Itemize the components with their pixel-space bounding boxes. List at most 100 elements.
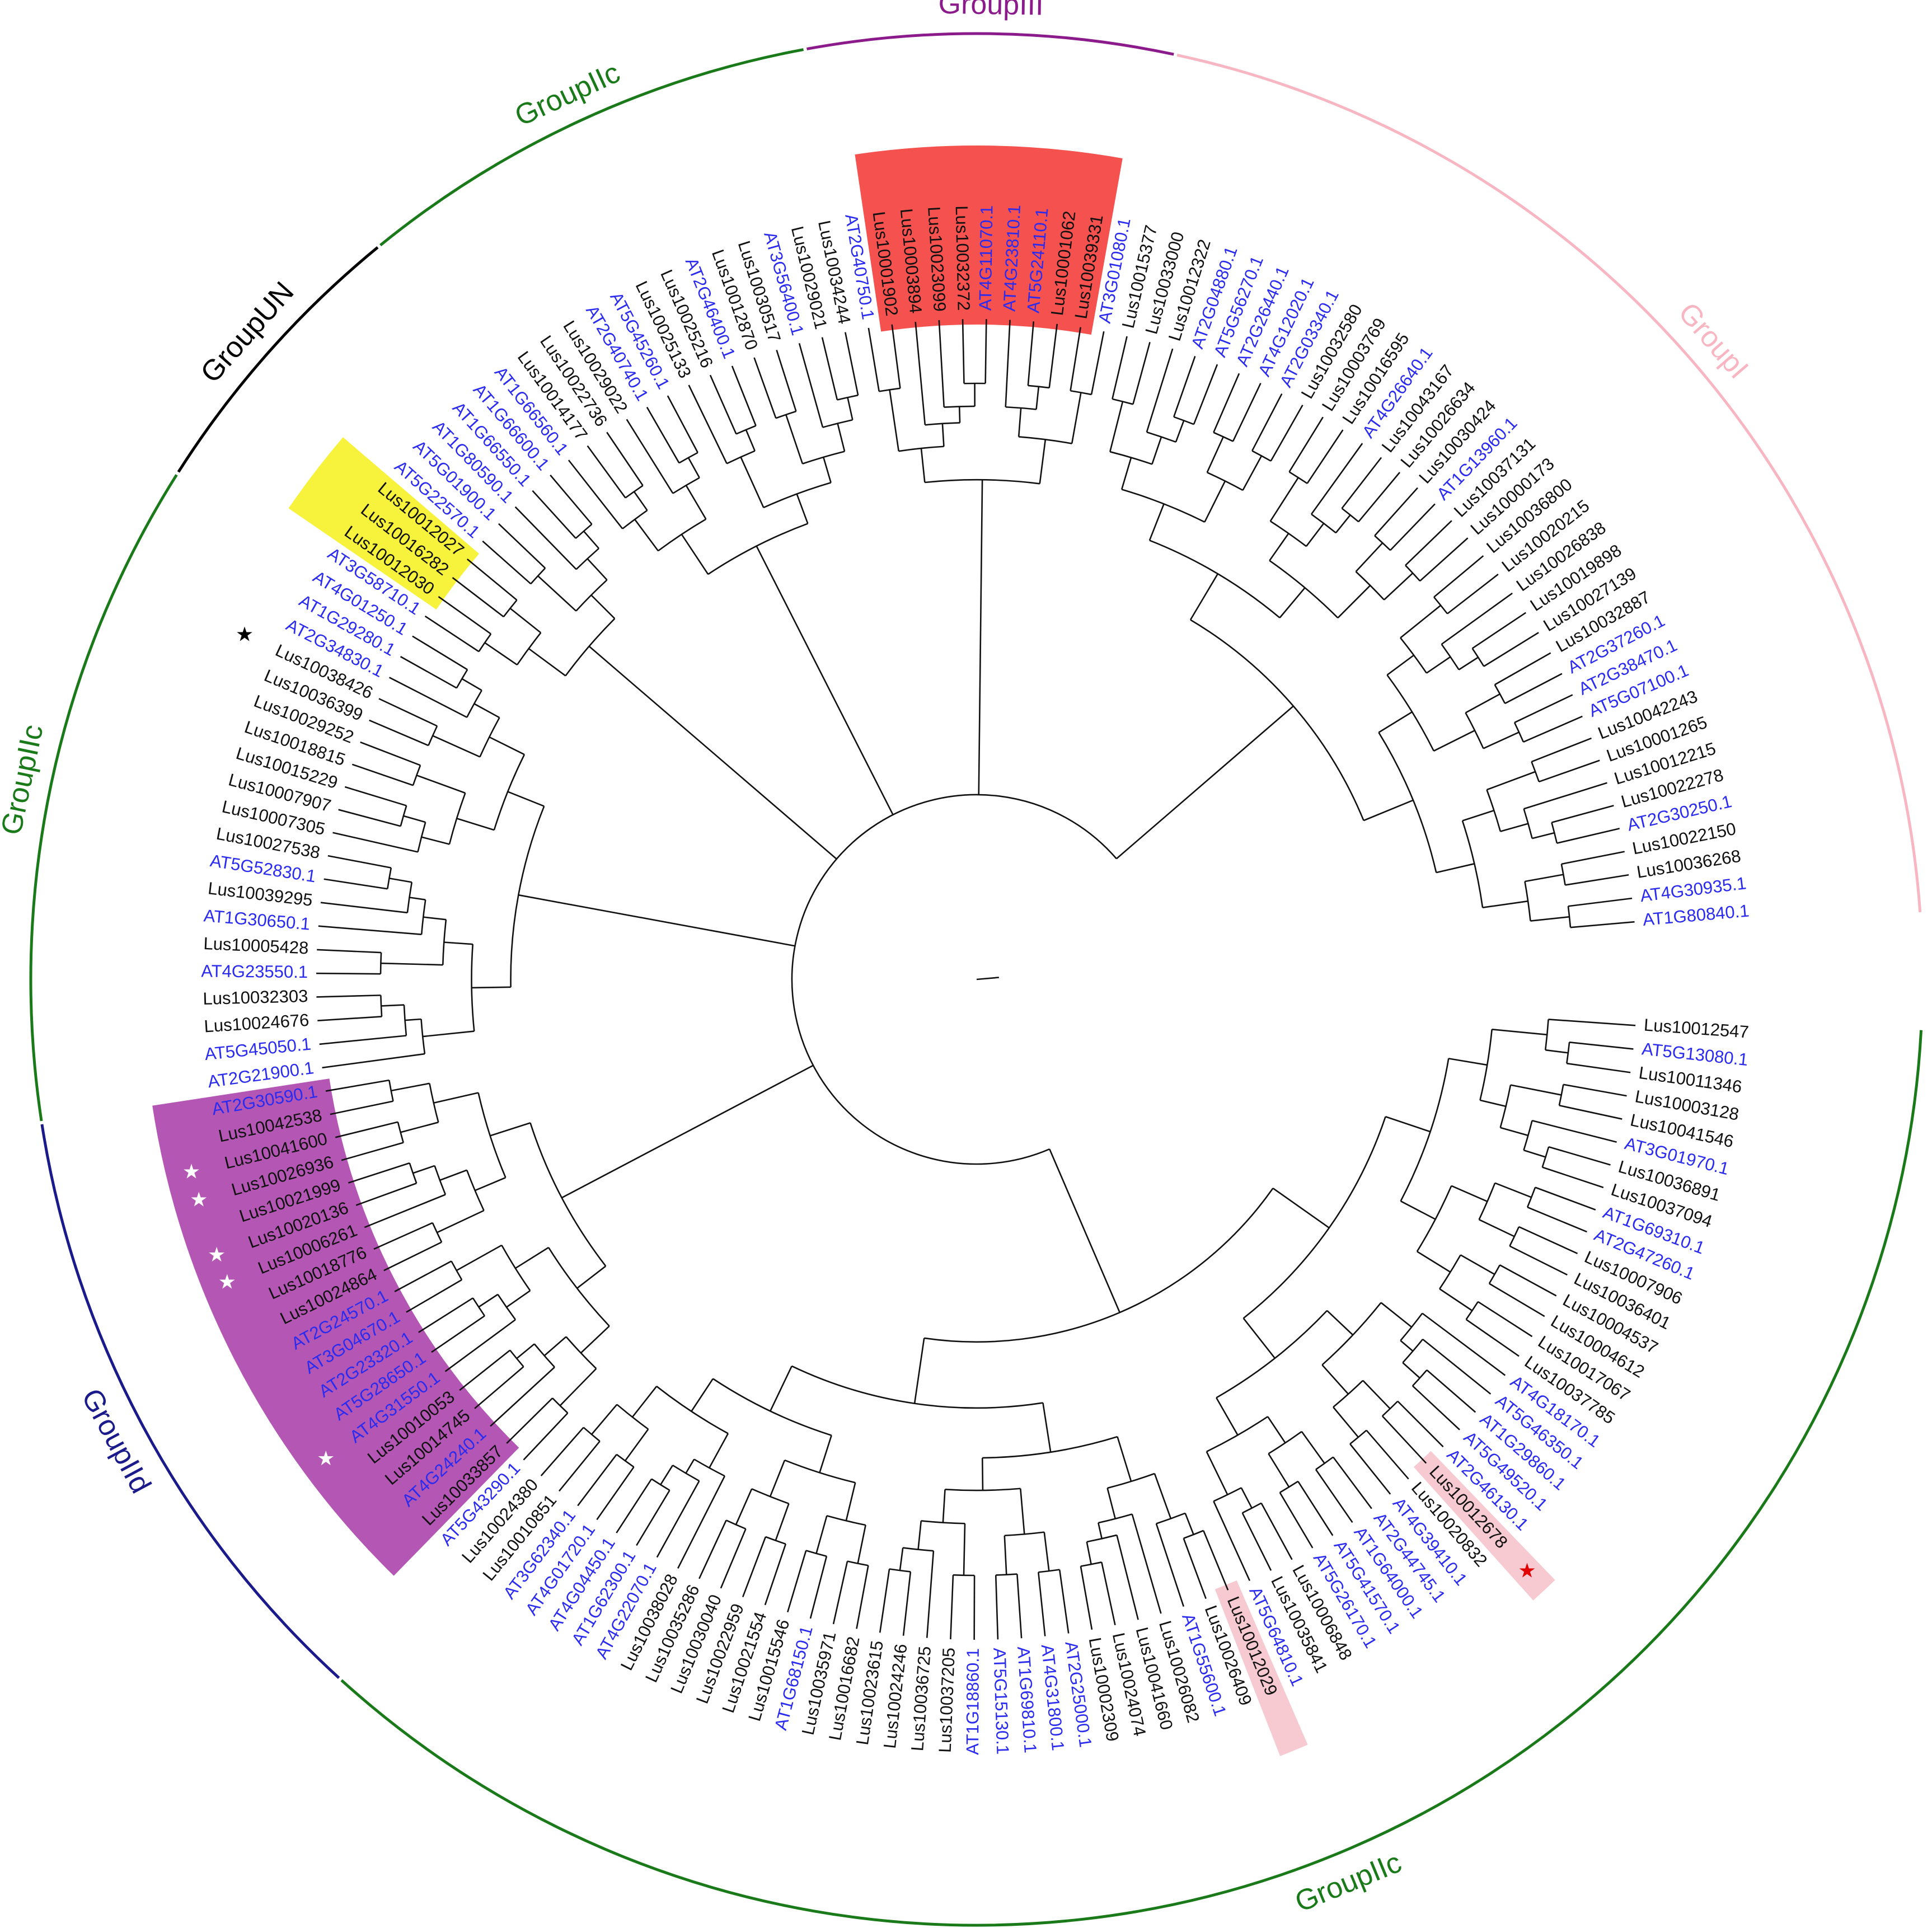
branch-line — [709, 1433, 729, 1469]
branch-arc — [1156, 1512, 1186, 1524]
branch-line — [341, 1142, 404, 1161]
star-marker-icon: ★ — [182, 1161, 200, 1184]
branch-line — [1494, 652, 1551, 686]
branch-line — [798, 343, 824, 428]
leaf-label: AT5G15130.1 — [990, 1648, 1012, 1755]
branch-line — [740, 457, 765, 508]
branch-line — [636, 1490, 670, 1546]
branch-line — [1492, 1028, 1548, 1036]
group-arc — [1176, 53, 1922, 913]
branch-line — [369, 719, 429, 747]
branch-line — [1531, 737, 1592, 763]
branch-line — [1539, 759, 1600, 783]
branch-line — [1412, 1385, 1460, 1430]
branch-arc — [622, 509, 648, 529]
branch-arc — [921, 1520, 965, 1524]
branch-line — [587, 558, 608, 581]
branch-line — [1270, 405, 1303, 462]
branch-line — [577, 1453, 617, 1507]
branch-line — [459, 1349, 511, 1391]
leaf-label: Lus10024676 — [204, 1010, 310, 1036]
branch-line — [1269, 477, 1299, 522]
branch-line — [915, 321, 926, 425]
branch-line — [1297, 1481, 1334, 1536]
branch-arc — [533, 1343, 555, 1368]
branch-line — [1436, 863, 1475, 874]
branch-line — [1482, 900, 1528, 908]
branch-line — [344, 786, 407, 806]
branch-line — [559, 1368, 597, 1406]
branch-line — [360, 741, 421, 766]
branch-line — [1530, 916, 1570, 922]
branch-line — [1117, 1436, 1132, 1482]
branch-line — [484, 642, 518, 666]
branch-line — [1321, 1364, 1349, 1395]
star-marker-icon: ★ — [317, 1447, 335, 1470]
branch-arc — [805, 1550, 827, 1557]
branch-arc — [726, 450, 756, 465]
branch-line — [1098, 1522, 1103, 1539]
branch-line — [1548, 1146, 1611, 1166]
branch-line — [1422, 1312, 1506, 1376]
branch-line — [963, 1523, 966, 1575]
group-arc — [340, 1030, 1923, 1927]
branch-line — [691, 1378, 714, 1412]
branch-line — [879, 1569, 890, 1633]
branch-line — [1405, 520, 1452, 566]
branch-arc — [1028, 384, 1049, 389]
group-arc — [177, 246, 379, 473]
branch-line — [1112, 336, 1128, 400]
branch-line — [490, 1122, 531, 1137]
branch-line — [540, 1427, 584, 1476]
branch-line — [1509, 1245, 1568, 1276]
branch-arc — [1486, 789, 1502, 832]
branch-line — [514, 506, 577, 570]
branch-line — [509, 608, 542, 634]
branch-line — [1390, 503, 1436, 551]
branch-line — [1183, 1538, 1207, 1599]
branch-line — [1523, 715, 1583, 743]
branch-line — [845, 332, 859, 396]
branch-arc — [1207, 472, 1244, 491]
branch-line — [1500, 823, 1528, 832]
branch-line — [832, 1561, 848, 1625]
branch-layer — [316, 319, 1636, 1640]
branch-line — [1448, 1058, 1488, 1066]
branch-line — [1542, 1166, 1604, 1189]
branch-line — [389, 878, 412, 883]
branch-line — [981, 1457, 984, 1491]
branch-line — [1523, 782, 1607, 810]
branch-line — [681, 534, 709, 575]
branch-arc — [903, 1547, 934, 1552]
branch-line — [439, 1169, 467, 1181]
branch-line — [962, 319, 965, 384]
branch-line — [847, 397, 854, 420]
branch-line — [616, 1478, 653, 1533]
branch-line — [1189, 573, 1218, 621]
branch-line — [745, 429, 756, 452]
lus10012678-highlight — [1413, 1451, 1555, 1601]
branch-arc — [552, 1397, 569, 1414]
branch-line — [330, 1100, 393, 1115]
branch-line — [815, 1515, 828, 1554]
branch-line — [515, 1246, 549, 1269]
branch-line — [950, 1575, 954, 1640]
branch-line — [667, 395, 698, 453]
branch-arc — [451, 1260, 463, 1280]
leaf-label: AT5G45050.1 — [204, 1034, 312, 1064]
branch-line — [409, 897, 426, 900]
branch-line — [444, 941, 473, 945]
star-marker-icon: ★ — [236, 623, 254, 646]
branch-line — [1567, 1062, 1631, 1073]
branch-line — [1306, 429, 1344, 484]
branch-line — [406, 1279, 462, 1313]
branch-arc — [1478, 1183, 1496, 1220]
branch-line — [421, 836, 450, 845]
leaf-label: Lus10012547 — [1643, 1015, 1750, 1042]
branch-line — [507, 791, 545, 807]
branch-arc — [1333, 1380, 1364, 1408]
branch-line — [1279, 587, 1306, 618]
branch-line — [1240, 1487, 1253, 1509]
branch-arc — [693, 1458, 725, 1477]
branch-line — [316, 972, 381, 975]
